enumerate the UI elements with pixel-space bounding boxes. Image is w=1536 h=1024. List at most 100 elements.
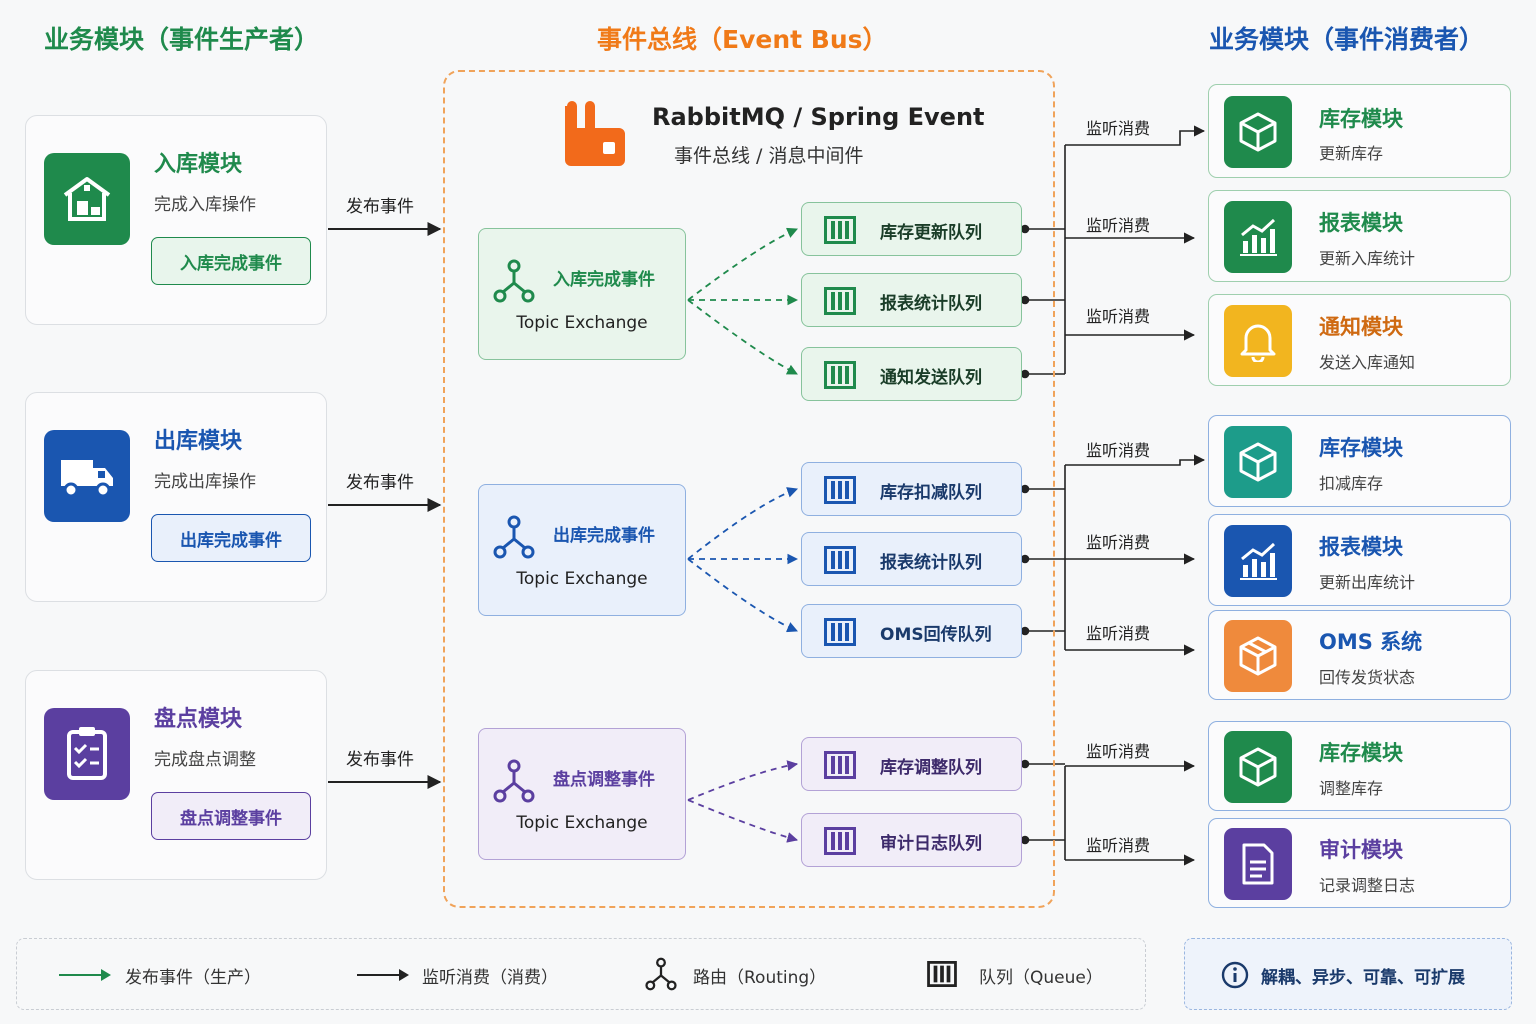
rabbitmq-logo-icon (563, 98, 627, 170)
consumer-card-inventory-outbound[interactable]: 库存模块 扣减库存 (1208, 415, 1511, 507)
consumer-subtitle: 扣减库存 (1319, 474, 1384, 493)
consumer-card-inventory[interactable]: 库存模块 更新库存 (1208, 84, 1511, 178)
clipboard-checklist-icon (44, 708, 130, 800)
producers-header: 业务模块（事件生产者） (44, 25, 320, 54)
consumer-title: OMS 系统 (1319, 630, 1423, 654)
listen-label: 监听消费 (1086, 624, 1151, 643)
producer-card-inbound[interactable]: 入库模块 完成入库操作 入库完成事件 (25, 115, 327, 325)
routing-icon (645, 957, 677, 991)
queue-icon (824, 476, 856, 504)
queue-name: 库存调整队列 (880, 758, 982, 778)
producer-card-outbound[interactable]: 出库模块 完成出库操作 出库完成事件 (25, 392, 327, 602)
consumer-subtitle: 更新库存 (1319, 144, 1384, 163)
legend: 发布事件（生产） 监听消费（消费） 路由（Routing） 队列（Queue） (16, 938, 1146, 1010)
publish-label: 发布事件 (346, 197, 414, 217)
queue-icon (824, 546, 856, 574)
consumer-title: 审计模块 (1319, 838, 1403, 862)
consumer-card-inventory-adjust[interactable]: 库存模块 调整库存 (1208, 721, 1511, 811)
exchange-name: 出库完成事件 (553, 526, 655, 546)
bus-title: RabbitMQ / Spring Event (652, 103, 985, 131)
exchange-type: Topic Exchange (516, 313, 648, 333)
consumer-title: 库存模块 (1319, 741, 1403, 765)
consumers-header: 业务模块（事件消费者） (1209, 25, 1485, 54)
consumer-title: 报表模块 (1319, 211, 1403, 235)
producer-title: 盘点模块 (154, 707, 243, 732)
exchange-type: Topic Exchange (516, 813, 648, 833)
queue-icon (824, 287, 856, 315)
producer-card-stocktake[interactable]: 盘点模块 完成盘点调整 盘点调整事件 (25, 670, 327, 880)
consumer-title: 通知模块 (1319, 315, 1403, 339)
box-icon (1224, 96, 1292, 168)
consumer-card-audit[interactable]: 审计模块 记录调整日志 (1208, 818, 1511, 908)
publish-label: 发布事件 (346, 473, 414, 493)
producer-subtitle: 完成出库操作 (154, 472, 256, 492)
queue-name: 库存扣减队列 (880, 483, 982, 503)
legend-routing: 路由（Routing） (693, 968, 827, 988)
consumer-card-notification[interactable]: 通知模块 发送入库通知 (1208, 294, 1511, 386)
info-icon (1221, 961, 1249, 989)
exchange-outbound[interactable]: 出库完成事件 Topic Exchange (478, 484, 686, 616)
consumer-subtitle: 回传发货状态 (1319, 668, 1416, 687)
bar-chart-icon (1224, 525, 1292, 597)
exchange-name: 入库完成事件 (553, 270, 655, 290)
queue-inventory-adjust[interactable]: 库存调整队列 (801, 737, 1022, 791)
queue-name: 报表统计队列 (880, 294, 982, 314)
event-button-stocktake-adjust[interactable]: 盘点调整事件 (151, 792, 311, 840)
queue-report-stats-outbound[interactable]: 报表统计队列 (801, 532, 1022, 586)
bus-header: 事件总线（Event Bus） (597, 25, 888, 54)
exchange-type: Topic Exchange (516, 569, 648, 589)
consumer-subtitle: 更新入库统计 (1319, 249, 1416, 268)
document-icon (1224, 828, 1292, 900)
black-arrow-icon (357, 969, 409, 981)
green-arrow-icon (59, 969, 111, 981)
queue-icon (927, 961, 957, 987)
event-bus-container (443, 70, 1055, 908)
consumer-card-report-outbound[interactable]: 报表模块 更新出库统计 (1208, 514, 1511, 606)
exchange-inbound[interactable]: 入库完成事件 Topic Exchange (478, 228, 686, 360)
consumer-subtitle: 记录调整日志 (1319, 876, 1416, 895)
exchange-stocktake[interactable]: 盘点调整事件 Topic Exchange (478, 728, 686, 860)
listen-label: 监听消费 (1086, 742, 1151, 761)
publish-label: 发布事件 (346, 750, 414, 770)
queue-audit-log[interactable]: 审计日志队列 (801, 813, 1022, 867)
legend-publish: 发布事件（生产） (125, 968, 261, 988)
consumer-subtitle: 发送入库通知 (1319, 353, 1416, 372)
queue-name: 库存更新队列 (880, 223, 982, 243)
queue-icon (824, 618, 856, 646)
legend-queue: 队列（Queue） (979, 968, 1103, 988)
consumer-subtitle: 调整库存 (1319, 779, 1384, 798)
listen-label: 监听消费 (1086, 216, 1151, 235)
listen-label: 监听消费 (1086, 836, 1151, 855)
queue-oms-callback[interactable]: OMS回传队列 (801, 604, 1022, 658)
queue-icon (824, 216, 856, 244)
queue-name: 通知发送队列 (880, 368, 982, 388)
consumer-title: 报表模块 (1319, 535, 1403, 559)
benefits-note: 解耦、异步、可靠、可扩展 (1184, 938, 1512, 1010)
queue-icon (824, 751, 856, 779)
consumer-card-oms[interactable]: OMS 系统 回传发货状态 (1208, 610, 1511, 700)
consumer-title: 库存模块 (1319, 107, 1403, 131)
consumer-card-report[interactable]: 报表模块 更新入库统计 (1208, 190, 1511, 282)
queue-report-stats[interactable]: 报表统计队列 (801, 273, 1022, 327)
box-icon (1224, 426, 1292, 498)
box-icon (1224, 731, 1292, 803)
listen-label: 监听消费 (1086, 119, 1151, 138)
producer-title: 入库模块 (154, 152, 243, 177)
listen-label: 监听消费 (1086, 441, 1151, 460)
queue-name: OMS回传队列 (880, 625, 992, 645)
queue-notification-send[interactable]: 通知发送队列 (801, 347, 1022, 401)
consumer-subtitle: 更新出库统计 (1319, 573, 1416, 592)
event-button-outbound-complete[interactable]: 出库完成事件 (151, 514, 311, 562)
queue-name: 报表统计队列 (880, 553, 982, 573)
listen-label: 监听消费 (1086, 533, 1151, 552)
warehouse-icon (44, 153, 130, 245)
event-button-inbound-complete[interactable]: 入库完成事件 (151, 237, 311, 285)
exchange-name: 盘点调整事件 (553, 770, 655, 790)
queue-inventory-deduct[interactable]: 库存扣减队列 (801, 462, 1022, 516)
queue-inventory-update[interactable]: 库存更新队列 (801, 202, 1022, 256)
producer-subtitle: 完成入库操作 (154, 195, 256, 215)
truck-icon (44, 430, 130, 522)
legend-listen: 监听消费（消费） (422, 968, 558, 988)
